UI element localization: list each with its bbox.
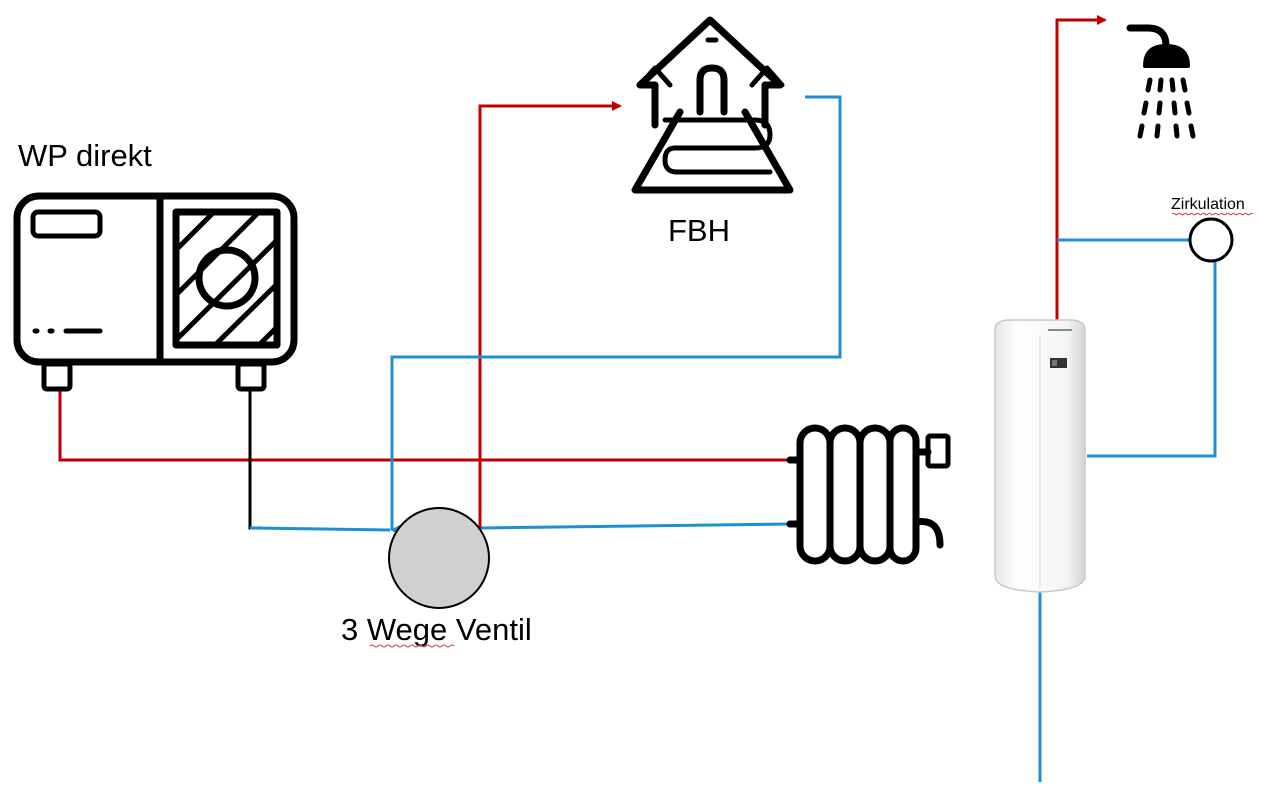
hot-water-tank-icon <box>994 319 1086 593</box>
heat-pump-icon <box>13 192 298 392</box>
return-pipe-to-valve <box>249 526 391 532</box>
supply-pipe-heatpump-radiator <box>58 390 790 462</box>
valve-label: 3 Wege Ventil <box>341 612 532 647</box>
floor-heating-house-icon <box>631 16 794 194</box>
supply-pipe-valve-fbh <box>478 101 622 528</box>
circulation-pump-icon <box>1188 217 1234 263</box>
shower-icon <box>1126 24 1196 139</box>
return-pipe-valve-radiator <box>479 522 791 530</box>
spellcheck-underline-small <box>1171 212 1254 216</box>
circulation-label: Zirkulation <box>1171 196 1245 213</box>
circulation-pipe <box>1057 238 1217 458</box>
floor-heating-label: FBH <box>668 213 730 248</box>
hot-water-pipe-shower <box>1055 15 1107 330</box>
return-pipe-fbh-valve <box>390 95 842 535</box>
three-way-valve-icon <box>388 507 490 609</box>
heat-pump-label: WP direkt <box>18 138 152 173</box>
spellcheck-underline <box>369 644 455 648</box>
radiator-icon <box>786 424 951 565</box>
